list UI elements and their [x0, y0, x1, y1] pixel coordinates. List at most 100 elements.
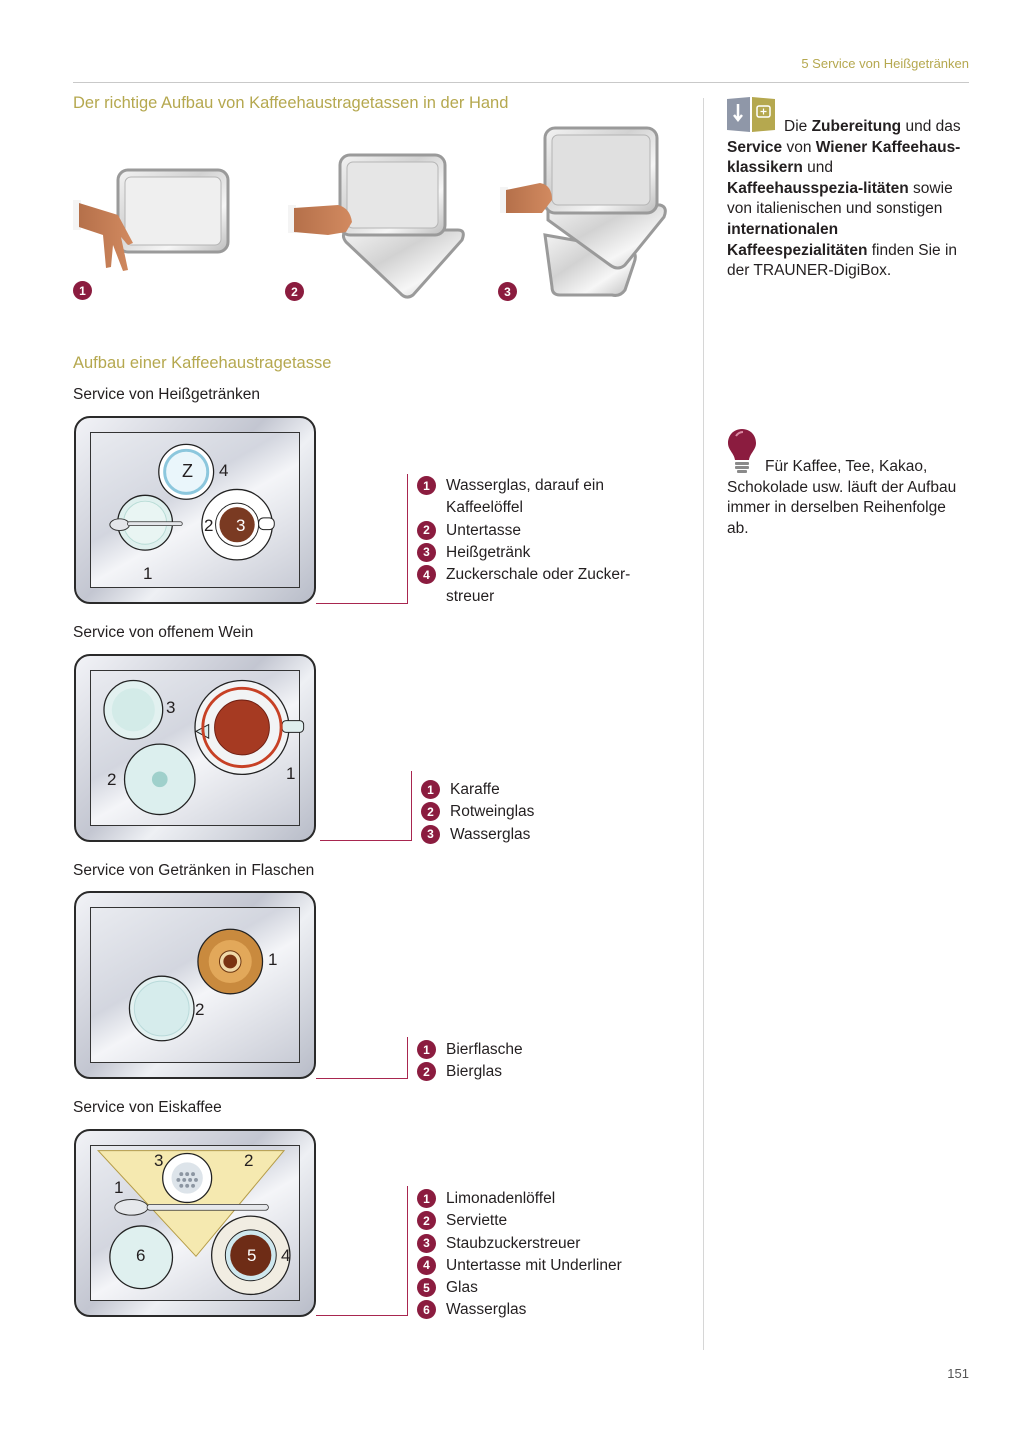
digibox-note-segment: und — [802, 159, 834, 177]
legend-badge: 2 — [417, 520, 436, 540]
tray-label-4: 4 — [281, 1246, 291, 1265]
legend-text: Wasserglas — [446, 1301, 527, 1319]
block-title-bottles: Service von Getränken in Flaschen — [73, 862, 315, 879]
legend-badge: 1 — [417, 1040, 436, 1059]
legend-badge: 1 — [417, 1189, 436, 1208]
callout-line — [320, 771, 412, 841]
tray-label-3: 3 — [166, 698, 176, 717]
tray-label-2: 2 — [204, 516, 214, 535]
tray-label-2: 2 — [195, 1000, 205, 1019]
digibox-note-segment: sowie von italienischen und sonstigen — [727, 179, 953, 218]
tray-illustration-wine: 3 2 1 — [74, 654, 316, 842]
section-title-tray-setup: Aufbau einer Kaffeehaustragetasse — [73, 354, 332, 372]
legend-text: Serviette — [446, 1212, 508, 1230]
legend-badge: 4 — [417, 1255, 436, 1275]
block-title-wine: Service von offenem Wein — [73, 624, 254, 641]
tray-illustration-iced-coffee: 3 2 1 6 5 4 — [74, 1129, 316, 1317]
tray-label-3: 3 — [154, 1151, 164, 1170]
legend-badge: 1 — [417, 476, 436, 495]
legend-badge: 3 — [421, 824, 440, 844]
step-badge-3: 3 — [498, 282, 517, 301]
legend-badge: 2 — [417, 1211, 436, 1231]
header-divider — [73, 82, 969, 83]
lightbulb-icon — [728, 429, 756, 473]
legend-item: 1 Bierflasche — [417, 1039, 656, 1061]
digibox-note-segment: Service — [727, 138, 783, 156]
tray-label-5: 5 — [247, 1246, 257, 1265]
hand-holding-two-trays-photo — [288, 153, 465, 299]
legend-item: 5 Glas — [417, 1277, 656, 1299]
legend-badge: 5 — [417, 1278, 436, 1298]
legend-text: Untertasse mit Underliner — [446, 1256, 622, 1274]
legend-item: 2 Serviette — [417, 1210, 656, 1232]
legend-text: Untertasse — [446, 521, 521, 539]
digibox-note-segment: finden Sie in der TRAUNER-DigiBox. — [727, 241, 958, 280]
legend-item: 2 Untertasse — [417, 520, 656, 542]
callout-line — [316, 1186, 408, 1316]
callout-line — [316, 474, 408, 604]
tray-label-z: Z — [182, 461, 193, 481]
block-title-hot-drinks: Service von Heißgetränken — [73, 386, 260, 403]
tray-label-1: 1 — [286, 764, 296, 783]
legend-text: Zuckerschale oder Zucker-streuer — [446, 566, 631, 606]
legend-badge: 3 — [417, 542, 436, 562]
tray-label-2: 2 — [107, 770, 117, 789]
legend-text: Glas — [446, 1279, 478, 1297]
tray-illustration-bottles: 1 2 — [74, 891, 316, 1079]
step-badge-1: 1 — [73, 281, 92, 300]
tip-note: Für Kaffee, Tee, Kakao, Schokolade usw. … — [727, 458, 957, 537]
legend-text: Bierglas — [446, 1063, 502, 1081]
legend-item: 3 Heißgetränk — [417, 542, 656, 564]
section-title-hand-trays: Der richtige Aufbau von Kaffeehaustraget… — [73, 94, 509, 112]
tray-label-6: 6 — [136, 1246, 146, 1265]
legend-bottles: 1 Bierflasche 2 Bierglas — [417, 1039, 656, 1084]
tray-label-1: 1 — [268, 950, 278, 969]
digibox-note-segment: Zubereitung — [811, 118, 902, 135]
legend-item: 3 Wasserglas — [421, 824, 660, 846]
legend-item: 1 Wasserglas, darauf ein Kaffeelöffel — [417, 475, 656, 520]
hand-holding-one-tray-photo — [73, 168, 230, 271]
step-badge-2: 2 — [285, 282, 304, 301]
legend-text: Staubzuckerstreuer — [446, 1234, 581, 1252]
legend-text: Heißgetränk — [446, 543, 531, 561]
legend-badge: 3 — [417, 1233, 436, 1253]
tray-label-2: 2 — [244, 1151, 254, 1170]
legend-text: Karaffe — [450, 781, 500, 798]
tray-label-3: 3 — [236, 516, 246, 535]
legend-item: 2 Bierglas — [417, 1061, 656, 1083]
digibox-note-segment: Wiener Kaffeehaus-klassikern — [727, 138, 961, 177]
legend-item: 2 Rotweinglas — [421, 801, 660, 823]
legend-item: 1 Limonadenlöffel — [417, 1188, 656, 1210]
digibox-note-segment: Die — [784, 118, 812, 135]
legend-item: 4 Zuckerschale oder Zucker-streuer — [417, 564, 656, 609]
block-title-iced-coffee: Service von Eiskaffee — [73, 1099, 222, 1116]
digibox-note-segment: internationalen Kaffeespezialitäten — [727, 220, 868, 259]
legend-iced-coffee: 1 Limonadenlöffel 2 Serviette 3 Staubzucker… — [417, 1188, 656, 1322]
legend-badge: 2 — [421, 802, 440, 822]
legend-item: 1 Karaffe — [421, 779, 660, 801]
legend-wine: 1 Karaffe 2 Rotweinglas 3 Wasserglas — [421, 779, 660, 846]
legend-text: Wasserglas — [450, 825, 531, 843]
digibox-icon — [727, 97, 775, 132]
page-number: 151 — [947, 1366, 969, 1381]
legend-badge: 2 — [417, 1062, 436, 1082]
legend-badge: 4 — [417, 565, 436, 585]
legend-text: Bierflasche — [446, 1041, 523, 1058]
legend-badge: 1 — [421, 780, 440, 799]
running-head: 5 Service von Heißgetränken — [801, 56, 969, 71]
hand-holding-three-trays-photo — [500, 126, 667, 297]
tray-label-1: 1 — [143, 564, 153, 583]
tray-label-4: 4 — [219, 461, 229, 480]
legend-badge: 6 — [417, 1300, 436, 1320]
tray-illustration-hot-drinks: Z 4 2 3 1 — [74, 416, 316, 604]
legend-text: Wasserglas, darauf ein Kaffeelöffel — [446, 477, 604, 517]
legend-item: 3 Staubzuckerstreuer — [417, 1233, 656, 1255]
digibox-note: Die Zubereitung und das Service von Wien… — [727, 117, 967, 282]
digibox-note-segment: von — [782, 138, 816, 156]
legend-item: 6 Wasserglas — [417, 1299, 656, 1321]
legend-text: Limonadenlöffel — [446, 1190, 556, 1207]
legend-text: Rotweinglas — [450, 803, 535, 821]
callout-line — [316, 1037, 408, 1079]
legend-hot-drinks: 1 Wasserglas, darauf ein Kaffeelöffel 2 Un… — [417, 475, 656, 609]
digibox-note-segment: und das — [901, 118, 961, 135]
